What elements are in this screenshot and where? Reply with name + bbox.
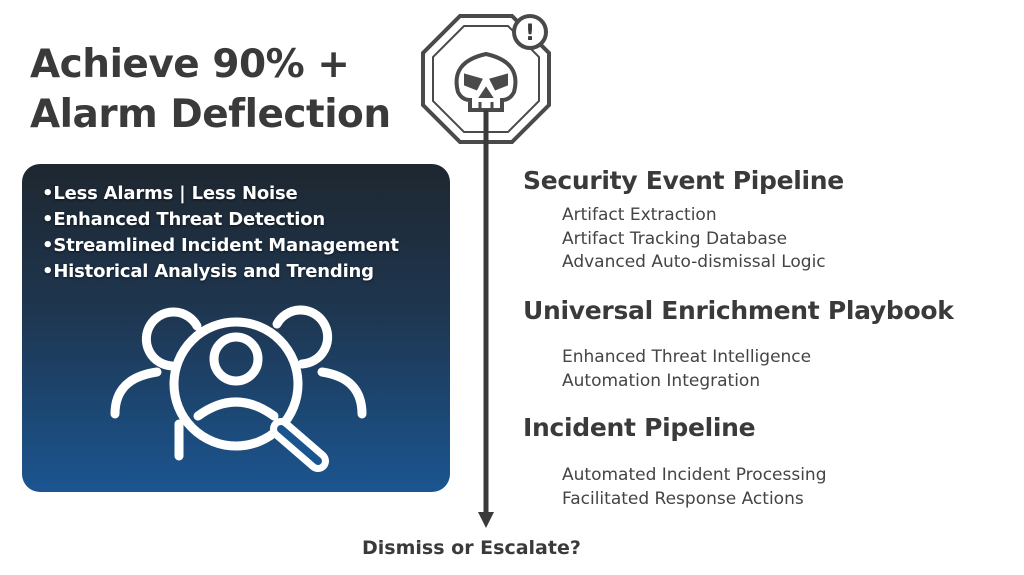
headline-line-1: Achieve 90% + bbox=[30, 42, 350, 87]
headline-line-2: Alarm Deflection bbox=[30, 92, 391, 137]
benefit-item: Streamlined Incident Management bbox=[42, 233, 450, 259]
section-item: Enhanced Threat Intelligence bbox=[562, 347, 812, 367]
section-item: Advanced Auto-dismissal Logic bbox=[562, 252, 826, 272]
section-item: Automation Integration bbox=[562, 370, 761, 391]
benefit-item: Enhanced Threat Detection bbox=[42, 207, 450, 233]
section-item: Automated Incident Processing bbox=[562, 465, 827, 485]
alert-badge-icon bbox=[512, 14, 548, 50]
section-title: Universal Enrichment Playbook bbox=[523, 296, 954, 325]
section-security-event-pipeline: Security Event Pipeline Artifact Extract… bbox=[523, 166, 844, 275]
section-item: Facilitated Response Actions bbox=[562, 488, 804, 509]
outcome-label: Dismiss or Escalate? bbox=[362, 537, 581, 559]
benefit-item: Historical Analysis and Trending bbox=[42, 259, 450, 285]
user-search-icon bbox=[110, 305, 367, 472]
skull-icon bbox=[454, 51, 518, 112]
section-title: Incident Pipeline bbox=[523, 413, 756, 442]
section-title: Security Event Pipeline bbox=[523, 166, 844, 195]
section-item: Artifact Extraction bbox=[562, 205, 717, 225]
benefits-card: Less Alarms | Less Noise Enhanced Threat… bbox=[22, 164, 450, 492]
section-item: Artifact Tracking Database bbox=[562, 228, 788, 249]
alert-badge-mark: ! bbox=[525, 21, 535, 46]
section-universal-enrichment-playbook: Universal Enrichment Playbook Enhanced T… bbox=[523, 296, 954, 393]
benefits-list: Less Alarms | Less Noise Enhanced Threat… bbox=[22, 164, 450, 285]
section-incident-pipeline: Incident Pipeline Automated Incident Pro… bbox=[523, 413, 827, 511]
flow-arrow-icon bbox=[478, 512, 494, 528]
headline: Achieve 90% + Alarm Deflection bbox=[30, 40, 391, 140]
benefit-item: Less Alarms | Less Noise bbox=[42, 181, 450, 207]
